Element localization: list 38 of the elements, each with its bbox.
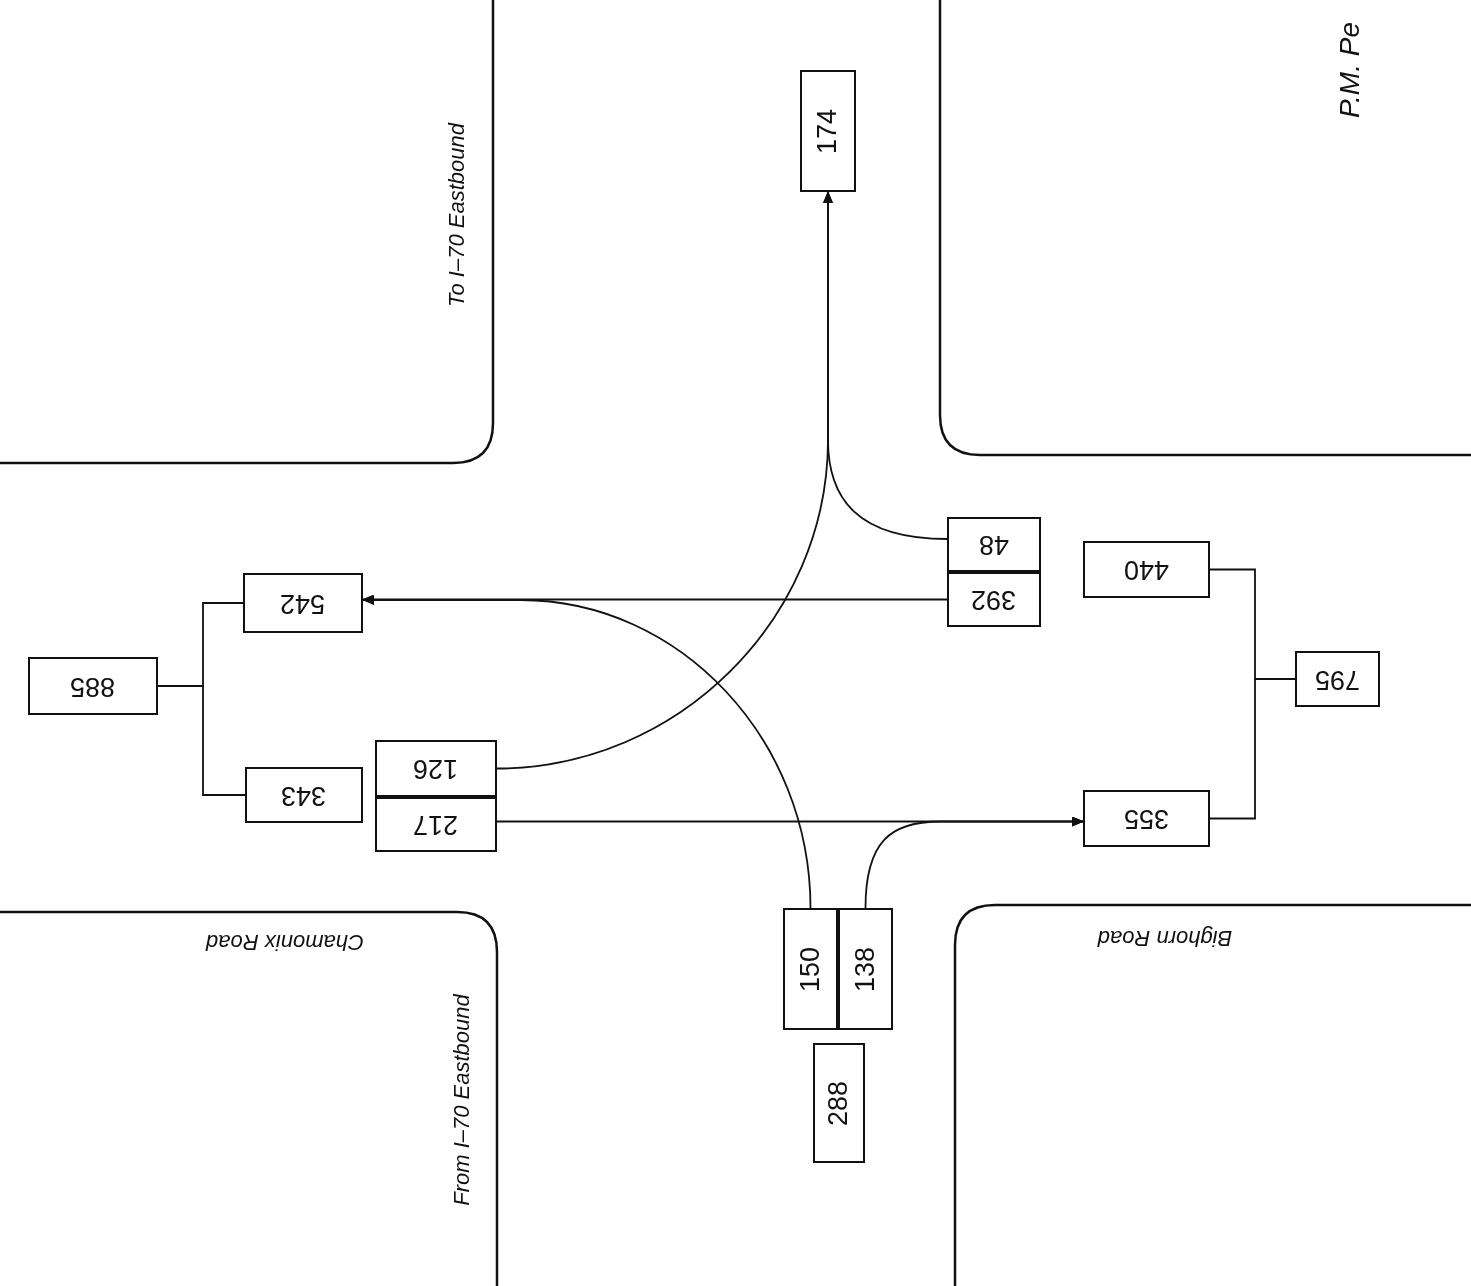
count-box [1083,790,1210,847]
volume-number: 343 [281,779,327,811]
count-box [28,657,158,715]
road-label: From I–70 Eastbound [449,994,475,1206]
flow-arrow [864,816,1084,909]
volume-number: 126 [413,753,459,784]
count-box [1295,651,1380,707]
volume-number: 795 [1314,663,1361,695]
road-label: To I–70 Eastbound [444,123,470,307]
volume-number: 174 [812,108,844,154]
count-box [783,908,838,1030]
volume-number: 355 [1123,803,1170,834]
count-box [1083,541,1210,598]
count-box [375,797,497,852]
count-box [243,573,363,633]
road-label: Chamonix Road [206,929,364,955]
volume-number: 542 [280,587,326,619]
count-box [947,572,1041,627]
count-box [245,767,363,823]
count-box [813,1043,865,1163]
volume-number: 217 [413,809,459,840]
count-box [947,517,1041,572]
volume-number: 150 [795,946,826,992]
count-box [375,740,497,797]
volume-number: 392 [971,584,1017,615]
volume-number: 288 [823,1080,855,1126]
connector-line [1209,678,1296,820]
road-label: Bighorn Road [1097,925,1233,951]
count-box [838,908,893,1030]
volume-number: 440 [1123,554,1170,585]
period-label: P.M. Pe [1334,22,1366,118]
volume-number: 48 [978,529,1009,560]
flow-arrow [496,191,833,770]
count-box [800,70,856,192]
connector-line [157,685,246,796]
flow-arrow [362,595,812,909]
volume-number: 138 [850,946,881,992]
volume-number: 885 [70,670,116,702]
